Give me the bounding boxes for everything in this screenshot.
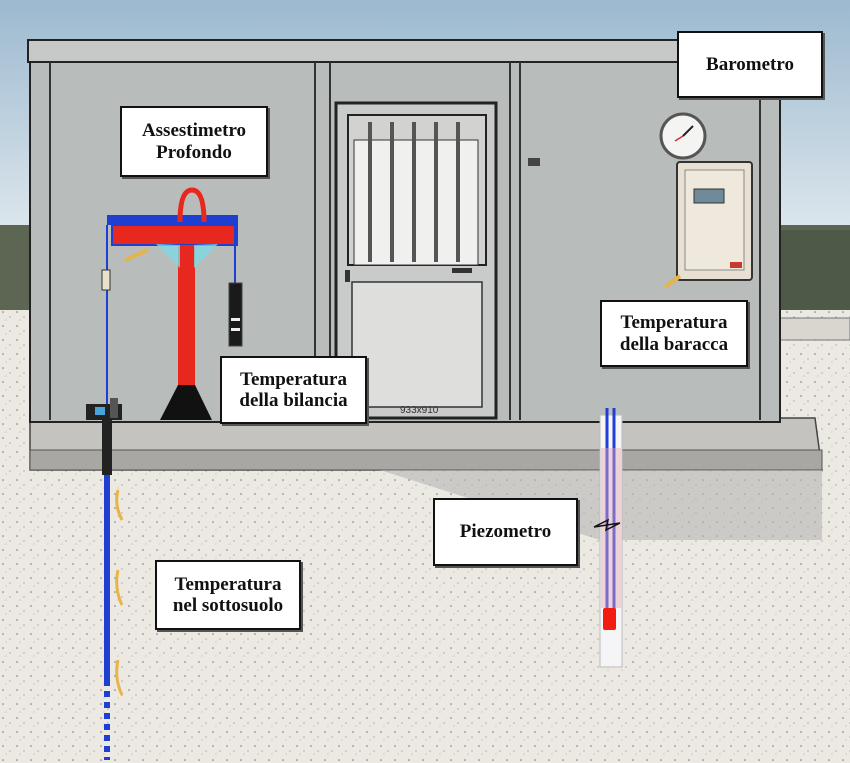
piezometer-tube <box>593 408 623 668</box>
temperatura-bilancia-label: Temperatura della bilancia <box>220 356 367 424</box>
piezometro-label-text: Piezometro <box>459 521 552 543</box>
temperatura-sottosuolo-label: Temperatura nel sottosuolo <box>155 560 301 630</box>
door-size-tag: 933x910 <box>400 405 439 416</box>
assestimetro-line-2: Profondo <box>156 141 232 163</box>
assestimetro-line-1: Assestimetro <box>141 120 247 142</box>
subsurface-temperature-sensors <box>115 489 124 696</box>
piezometro-label: Piezometro <box>433 498 578 566</box>
temp-baracca-line-2: della baracca <box>619 333 729 355</box>
assestimetro-profondo-label: Assestimetro Profondo <box>120 106 268 177</box>
temp-bilancia-line-1: Temperatura <box>240 368 347 390</box>
temp-bilancia-line-2: della bilancia <box>239 390 348 411</box>
barometro-label: Barometro <box>677 31 823 98</box>
borehole-casing <box>102 420 112 475</box>
temp-sottosuolo-line-1: Temperatura <box>174 573 282 595</box>
extensometer-frame <box>86 187 243 420</box>
piezometer-probe <box>603 608 616 630</box>
barometro-label-text: Barometro <box>706 53 794 75</box>
temp-sottosuolo-line-2: nel sottosuolo <box>172 595 284 616</box>
temp-baracca-line-1: Temperatura <box>620 312 728 334</box>
temperatura-baracca-label: Temperatura della baracca <box>600 300 748 367</box>
